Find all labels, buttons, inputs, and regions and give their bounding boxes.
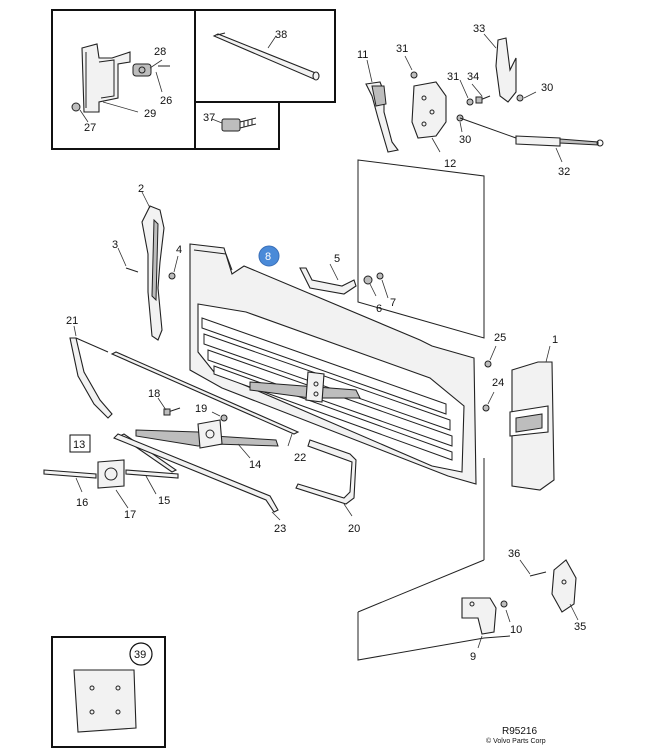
part-label-27: 27 [84, 122, 96, 134]
part-label-9: 9 [470, 651, 476, 663]
part-labels: 1 2 3 4 5 6 7 8 9 10 11 12 13 14 15 16 1… [66, 23, 586, 663]
highlight-marker[interactable] [258, 245, 280, 267]
inset-box-plate [51, 636, 166, 748]
part-label-39: 39 [134, 649, 146, 661]
right-parts [461, 345, 579, 649]
part-label-8[interactable]: 8 [265, 251, 271, 263]
part-label-23: 23 [274, 523, 286, 535]
part-label-10: 10 [510, 624, 522, 636]
part-label-34: 34 [467, 71, 479, 83]
part-label-15: 15 [158, 495, 170, 507]
part-label-24: 24 [492, 377, 504, 389]
part-label-20: 20 [348, 523, 360, 535]
part-label-31a: 31 [396, 43, 408, 55]
copyright-text: © Volvo Parts Corp [486, 737, 546, 745]
inset-box-bracket [51, 9, 196, 150]
part-label-16: 16 [76, 497, 88, 509]
part-label-14: 14 [249, 459, 261, 471]
part-label-31b: 31 [447, 71, 459, 83]
part-label-28: 28 [154, 46, 166, 58]
part-label-18: 18 [148, 388, 160, 400]
part-label-22: 22 [294, 452, 306, 464]
part-label-2: 2 [138, 183, 144, 195]
part-label-30a: 30 [541, 82, 553, 94]
hinge-group [365, 33, 604, 163]
left-parts [43, 191, 357, 521]
guide-lines [357, 159, 511, 661]
part-label-25: 25 [494, 332, 506, 344]
handle [299, 263, 389, 299]
part-label-38: 38 [275, 29, 287, 41]
part-label-30b: 30 [459, 134, 471, 146]
inset-box-bolt [194, 101, 280, 150]
part-label-26: 26 [160, 95, 172, 107]
diagram-code: R95216 [502, 726, 537, 737]
part-label-35: 35 [574, 621, 586, 633]
part-label-19: 19 [195, 403, 207, 415]
part-label-21: 21 [66, 315, 78, 327]
part-label-13: 13 [73, 439, 85, 451]
part-label-4: 4 [176, 244, 182, 256]
part-label-36: 36 [508, 548, 520, 560]
part-label-29: 29 [144, 108, 156, 120]
inset-box-rod [194, 9, 336, 103]
part-label-12: 12 [444, 158, 456, 170]
part-label-17: 17 [124, 509, 136, 521]
part-label-32: 32 [558, 166, 570, 178]
part-label-6: 6 [376, 303, 382, 315]
part-label-37: 37 [203, 112, 215, 124]
part-label-3: 3 [112, 239, 118, 251]
part-label-5: 5 [334, 253, 340, 265]
part-label-11: 11 [357, 49, 368, 61]
part-label-7: 7 [390, 297, 396, 309]
callout-box-13 [69, 434, 91, 453]
part-label-33: 33 [473, 23, 485, 35]
part-label-1: 1 [552, 334, 558, 346]
grille-panel [189, 243, 477, 485]
